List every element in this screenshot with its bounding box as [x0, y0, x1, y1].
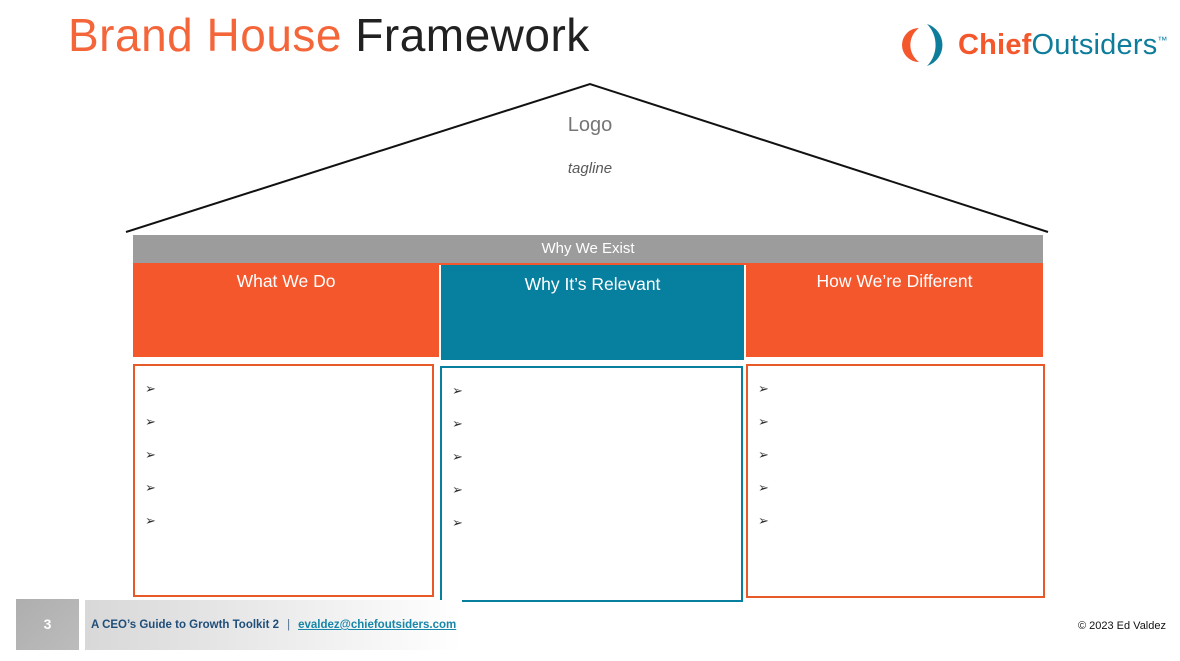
bullet-arrow-icon: ➢ — [758, 480, 769, 495]
bullet-box-why-its-relevant[interactable]: ➢ ➢ ➢ ➢ ➢ — [440, 366, 743, 602]
page-title-rest: Framework — [355, 9, 590, 61]
bullet-arrow-icon: ➢ — [452, 449, 463, 464]
bullet-list: ➢ ➢ ➢ ➢ ➢ — [748, 366, 1043, 547]
footer-email-link[interactable]: evaldez@chiefoutsiders.com — [298, 619, 457, 631]
footer-bar: A CEO’s Guide to Growth Toolkit 2 | eval… — [85, 600, 462, 650]
copyright-text: © 2023 Ed Valdez — [1077, 620, 1166, 632]
chief-outsiders-logo-icon — [902, 24, 943, 66]
page-title: Brand House Framework — [68, 8, 590, 62]
brand-name-chief: Chief — [958, 28, 1032, 61]
bullet-arrow-icon: ➢ — [758, 414, 769, 429]
brand-name-outsiders: Outsiders — [1031, 28, 1158, 61]
page-number: 3 — [16, 599, 79, 650]
trademark-symbol: ™ — [1157, 34, 1168, 46]
footer-toolkit-label: A CEO’s Guide to Growth Toolkit 2 — [91, 619, 280, 631]
bullet-arrow-icon: ➢ — [452, 383, 463, 398]
chief-outsiders-logo-text: ChiefOutsiders™ — [958, 29, 1168, 62]
pillar-label-why-its-relevant: Why It’s Relevant — [524, 274, 661, 294]
bullet-arrow-icon: ➢ — [758, 513, 769, 528]
page-title-accent: Brand House — [68, 9, 356, 61]
bullet-arrow-icon: ➢ — [452, 515, 463, 530]
bullet-arrow-icon: ➢ — [452, 416, 463, 431]
tagline-placeholder-text: tagline — [567, 160, 613, 177]
chief-outsiders-logo: ChiefOutsiders™ — [900, 22, 1168, 68]
bullet-arrow-icon: ➢ — [145, 381, 156, 396]
bullet-arrow-icon: ➢ — [145, 414, 156, 429]
pillar-band-teal — [439, 265, 746, 360]
bullet-list: ➢ ➢ ➢ ➢ ➢ — [442, 368, 741, 549]
logo-placeholder-text: Logo — [567, 114, 613, 136]
bullet-list: ➢ ➢ ➢ ➢ ➢ — [135, 366, 432, 547]
why-we-exist-bar: Why We Exist — [133, 235, 1043, 263]
footer-separator: | — [287, 619, 291, 631]
house-roof-outline — [125, 82, 1049, 233]
bullet-arrow-icon: ➢ — [145, 480, 156, 495]
bullet-box-how-were-different[interactable]: ➢ ➢ ➢ ➢ ➢ — [746, 364, 1045, 598]
pillar-label-what-we-do: What We Do — [236, 271, 336, 291]
bullet-arrow-icon: ➢ — [145, 447, 156, 462]
bullet-arrow-icon: ➢ — [758, 381, 769, 396]
bullet-arrow-icon: ➢ — [758, 447, 769, 462]
bullet-arrow-icon: ➢ — [452, 482, 463, 497]
pillar-label-how-were-different: How We’re Different — [816, 271, 973, 291]
bullet-arrow-icon: ➢ — [145, 513, 156, 528]
bullet-box-what-we-do[interactable]: ➢ ➢ ➢ ➢ ➢ — [133, 364, 434, 597]
